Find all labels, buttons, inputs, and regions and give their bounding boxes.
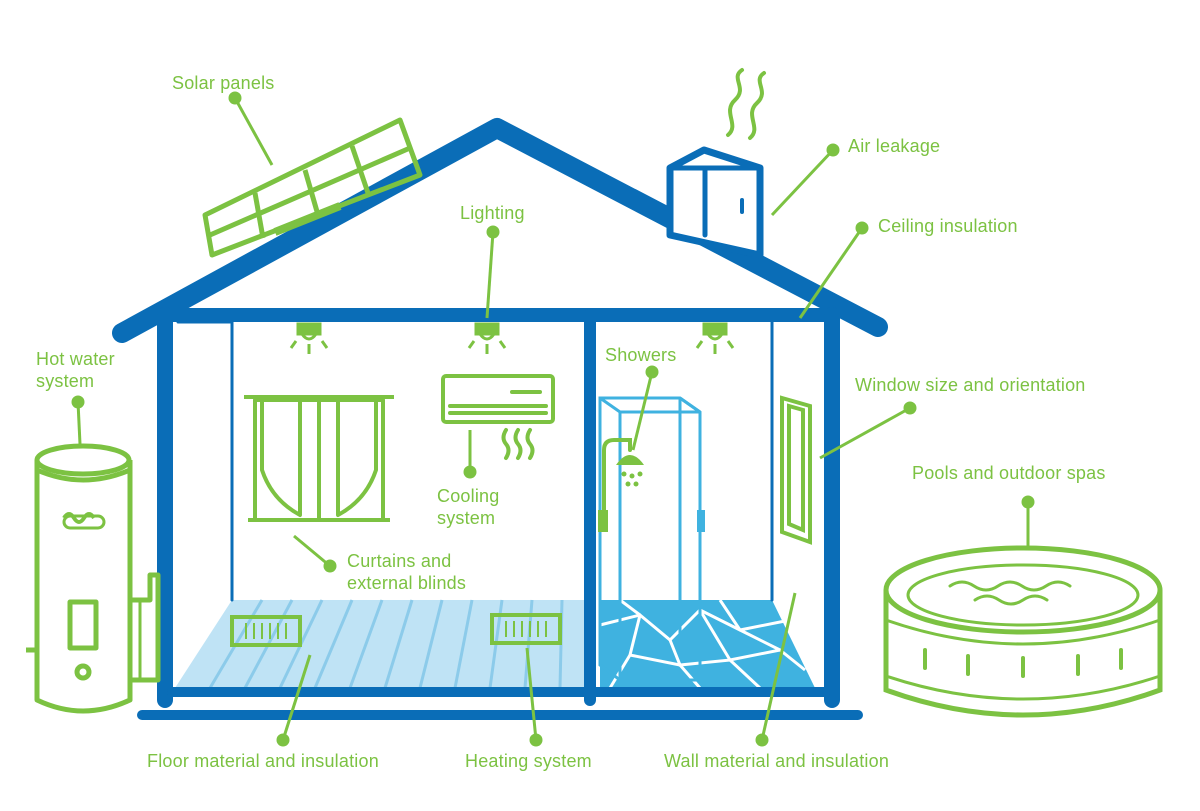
floor	[175, 598, 815, 690]
label-curtains-line1: Curtains and	[347, 551, 452, 571]
label-window: Window size and orientation	[855, 375, 1086, 395]
label-showers: Showers	[605, 345, 677, 365]
air-conditioner-icon	[441, 374, 555, 460]
label-cooling-line1: Cooling	[437, 486, 500, 506]
label-curtains-line2: external blinds	[347, 573, 467, 593]
label-ceiling-insulation: Ceiling insulation	[878, 216, 1018, 236]
label-wall: Wall material and insulation	[664, 751, 890, 771]
curtains-icon	[244, 395, 394, 522]
hot-water-tank-icon	[26, 443, 161, 714]
label-lighting: Lighting	[460, 203, 525, 223]
ceiling-lights	[289, 322, 735, 354]
house-frame	[112, 118, 888, 720]
label-floor: Floor material and insulation	[147, 751, 379, 771]
callout-lines	[71, 91, 1035, 747]
label-pools: Pools and outdoor spas	[912, 463, 1106, 483]
label-heating: Heating system	[465, 751, 592, 771]
pool-spa-icon	[883, 545, 1163, 718]
solar-panel-icon	[202, 117, 423, 258]
label-air-leakage: Air leakage	[848, 136, 941, 156]
label-hot-water-system: Hot water system	[36, 348, 115, 392]
label-hot-water-line1: Hot water	[36, 349, 115, 369]
chimney-smoke	[726, 68, 766, 140]
shower-icon	[598, 396, 705, 682]
label-hot-water-line2: system	[36, 371, 95, 391]
window-icon	[780, 395, 812, 545]
label-cooling-line2: system	[437, 508, 496, 528]
label-cooling-system: Cooling system	[437, 485, 499, 529]
label-solar-panels: Solar panels	[172, 73, 275, 93]
label-curtains: Curtains and external blinds	[347, 550, 466, 594]
